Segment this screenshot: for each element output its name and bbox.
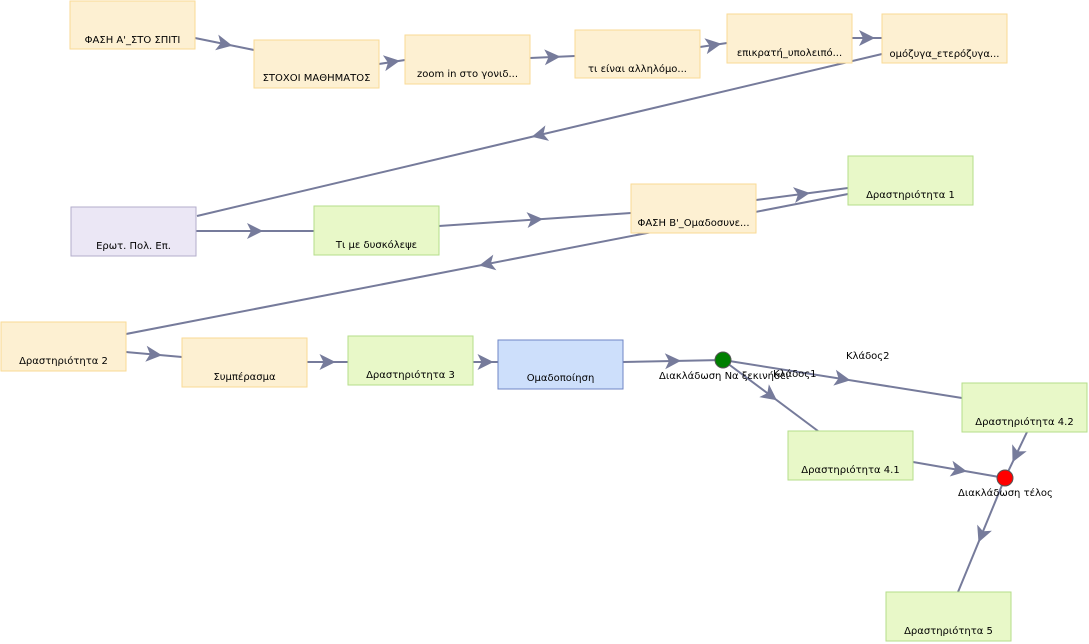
node-label: Δραστηριότητα 1 (866, 189, 955, 201)
activity-node[interactable]: ΦΑΣΗ Β'_Ομαδοσυνε... (630, 183, 757, 234)
edge-arrowhead (247, 223, 263, 239)
activity-node[interactable]: Τι με δυσκόλεψε (313, 205, 440, 256)
node-box (70, 206, 197, 257)
node-label: zoom in στο γονιδ... (417, 69, 518, 80)
node-label: Ομαδοποίηση (527, 372, 595, 384)
node-box (847, 155, 974, 206)
node-label: ΣΤΟΧΟΙ ΜΑΘΗΜΑΤΟΣ (263, 73, 371, 84)
node-label: τι είναι αλληλόμο... (588, 63, 687, 75)
edge-arrowhead (477, 354, 494, 370)
edge-arrowhead (704, 38, 722, 55)
node-box (787, 430, 914, 481)
node-box (404, 34, 531, 85)
node-label: Δραστηριότητα 4.1 (801, 464, 899, 476)
activity-node[interactable]: Ομαδοποίηση (497, 339, 624, 390)
edge-labels: Κλάδος1 Κλάδος2 (773, 350, 890, 380)
node-box (497, 339, 624, 390)
node-label: Δραστηριότητα 3 (366, 369, 455, 381)
branch-label: Διακλάδωση τέλος (958, 487, 1053, 499)
activity-node[interactable]: ΣΤΟΧΟΙ ΜΑΘΗΜΑΤΟΣ (253, 39, 380, 89)
activity-node[interactable]: Δραστηριότητα 2 (0, 321, 127, 372)
node-label: ΦΑΣΗ Β'_Ομαδοσυνε... (637, 218, 749, 229)
edge-arrowhead (977, 524, 992, 543)
red-dot-icon (996, 469, 1014, 487)
activity-node[interactable]: Συμπέρασμα (181, 337, 308, 388)
node-box (181, 337, 308, 388)
node-label: Τι με δυσκόλεψε (335, 239, 417, 251)
node-label: επικρατή_υπολειπό... (737, 47, 842, 59)
edge-arrowhead (531, 125, 550, 141)
edge-arrowhead (793, 187, 810, 203)
node-label: Δραστηριότητα 5 (904, 625, 993, 637)
edge-label: Κλάδος1 (773, 368, 817, 380)
node-label: ΦΑΣΗ Α'_ΣΤΟ ΣΠΙΤΙ (85, 35, 181, 46)
activity-node[interactable]: ομόζυγα_ετερόζυγα... (881, 13, 1008, 64)
activity-node[interactable]: επικρατή_υπολειπό... (726, 13, 853, 64)
node-box (347, 335, 474, 386)
branch-end-point[interactable]: Διακλάδωση τέλος (958, 469, 1053, 499)
node-box (574, 29, 701, 79)
edge-arrowhead (1012, 444, 1027, 463)
node-box (0, 321, 127, 372)
edge-arrowhead (544, 49, 561, 66)
node-label: Δραστηριότητα 2 (19, 355, 108, 367)
node-label: Ερωτ. Πολ. Επ. (96, 241, 171, 252)
activity-node[interactable]: ΦΑΣΗ Α'_ΣΤΟ ΣΠΙΤΙ (69, 0, 196, 50)
node-box (881, 13, 1008, 64)
branch-start-point[interactable]: Διακλάδωση Να ξεκινήσει (659, 351, 790, 382)
edge-arrowhead (859, 30, 875, 46)
activity-node[interactable]: τι είναι αλληλόμο... (574, 29, 701, 79)
activity-node[interactable]: zoom in στο γονιδ... (404, 34, 531, 85)
edge-arrowhead (382, 55, 400, 72)
activity-node[interactable]: Ερωτ. Πολ. Επ. (70, 206, 197, 257)
node-box (726, 13, 853, 64)
edges (125, 30, 1028, 593)
edge-arrowhead (479, 254, 497, 271)
node-label: Δραστηριότητα 4.2 (975, 416, 1073, 428)
edge-arrowhead (526, 212, 543, 228)
node-box (253, 39, 380, 89)
node-box (630, 183, 757, 234)
branch-label: Διακλάδωση Να ξεκινήσει (659, 370, 790, 382)
node-box (961, 382, 1088, 433)
node-label: Συμπέρασμα (213, 371, 276, 383)
edge-arrowhead (215, 34, 233, 51)
edge-arrowhead (833, 369, 851, 386)
edge-arrowhead (664, 353, 681, 370)
node-box (885, 591, 1012, 642)
edge-arrowhead (949, 460, 967, 477)
node-box (69, 0, 196, 50)
node-box (313, 205, 440, 256)
green-dot-icon (714, 351, 732, 369)
edge-arrowhead (145, 345, 162, 362)
activity-node[interactable]: Δραστηριότητα 1 (847, 155, 974, 206)
activity-node[interactable]: Δραστηριότητα 5 (885, 591, 1012, 642)
activity-node[interactable]: Δραστηριότητα 4.2 (961, 382, 1088, 433)
activity-node[interactable]: Δραστηριότητα 4.1 (787, 430, 914, 481)
edge-arrowhead (759, 384, 777, 401)
edge-arrowhead (319, 354, 336, 370)
node-label: ομόζυγα_ετερόζυγα... (890, 48, 1000, 60)
activity-node[interactable]: Δραστηριότητα 3 (347, 335, 474, 386)
edge-label: Κλάδος2 (846, 350, 890, 362)
